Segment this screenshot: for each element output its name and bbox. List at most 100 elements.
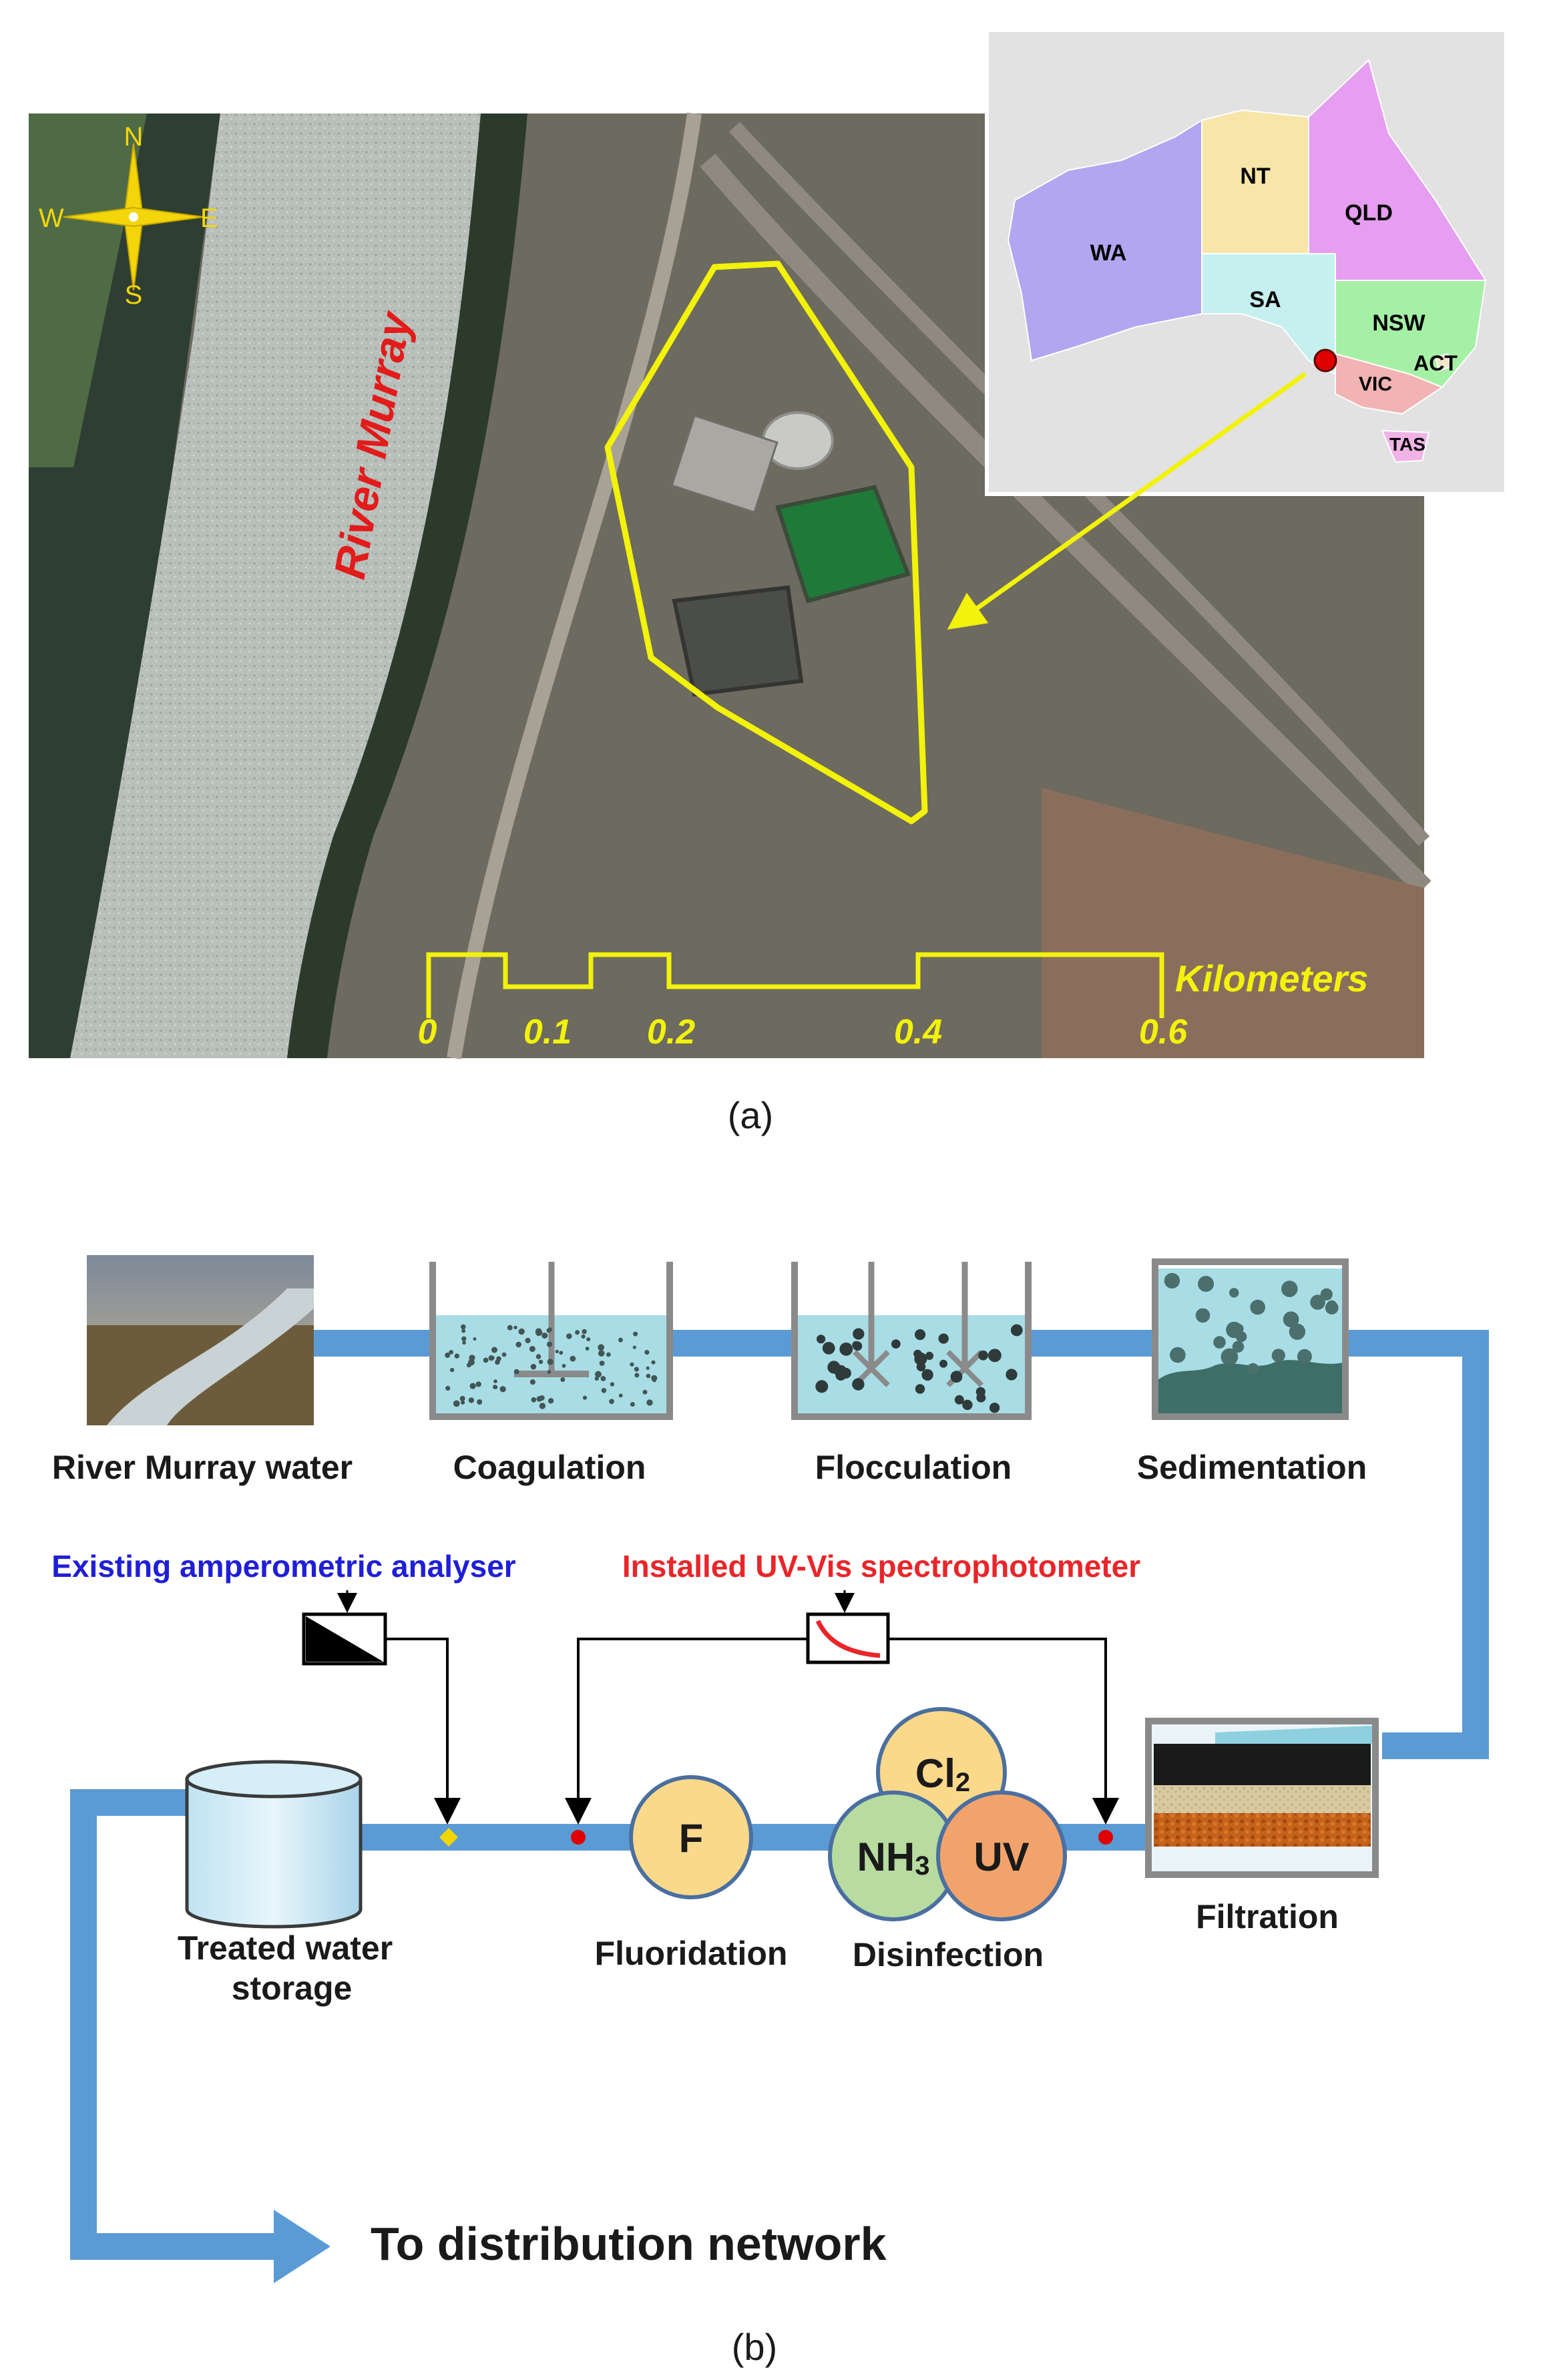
outlet-arrowhead [274,2210,331,2283]
green-field [29,113,147,467]
treated-water-storage-tank [185,1760,363,1929]
coagulant-particle [598,1344,605,1351]
scale-tick-0.6: 0.6 [1139,1013,1188,1051]
coagulant-particle [634,1373,640,1378]
settling-particle [1325,1301,1339,1315]
coagulant-particle [483,1357,489,1363]
scale-bar [426,952,1164,1018]
floc-particle [815,1380,829,1393]
compass-center [129,212,138,222]
coagulant-particle [646,1366,650,1370]
spectrophotometer-line-right [888,1638,1119,1825]
floc-particle [988,1349,1002,1363]
compass-north-label: N [124,122,144,152]
label-treated-water-storage-1: Treated water [178,1929,393,1967]
green-lagoon [775,485,911,604]
floc-particle [840,1367,851,1379]
settling-particle [1281,1280,1298,1297]
coagulant-particle [585,1347,590,1351]
coagulant-particle [531,1397,537,1403]
settling-particle [1320,1288,1333,1300]
coagulant-particle [633,1331,638,1337]
label-tas: TAS [1389,434,1425,455]
filtration-gravel [1154,1813,1371,1847]
right-bank-vegetation [287,113,527,1058]
road-main [447,112,702,1059]
coagulant-particle [461,1329,466,1333]
coagulant-particle [634,1367,640,1372]
storage-tank-body [185,1779,363,1929]
settling-particle [1198,1276,1215,1292]
label-filtration: Filtration [1196,1898,1339,1935]
settling-particle [1297,1349,1312,1364]
compass-west-label: W [39,204,64,233]
coagulant-particle [529,1379,536,1385]
sludge-lagoon [672,585,804,697]
coagulation-tank [429,1262,673,1420]
process-diagram-panel: Cl2 NH3 UV F River Murray water Coagulat… [51,1255,1489,2283]
scale-tick-0.4: 0.4 [894,1013,942,1051]
coagulant-particle [541,1333,548,1339]
coagulant-particle [610,1382,615,1387]
floc-particle [921,1369,933,1381]
label-sedimentation: Sedimentation [1137,1449,1367,1486]
coagulant-particle [559,1351,564,1355]
region-vic [1335,352,1444,415]
settling-particle [1232,1341,1245,1353]
site-boundary [604,260,928,824]
coagulant-particle [469,1383,476,1389]
disinfection-uv-label: UV [973,1835,1029,1879]
floc-particle [962,1399,973,1410]
settling-particle [1170,1347,1186,1363]
coagulant-particle [491,1356,495,1360]
coagulant-particle [525,1337,531,1344]
coagulant-particle [513,1369,519,1375]
floc-particle [853,1328,865,1340]
coagulant-particle [652,1378,656,1383]
coagulant-particle [513,1325,517,1330]
settling-particle [1250,1299,1265,1315]
disinfection-uv-circle [936,1791,1067,1921]
coagulant-particle [539,1403,546,1409]
coagulant-particle [538,1359,543,1365]
spectrophotometer-icon [815,1620,881,1658]
coagulant-particle [600,1376,606,1381]
coagulant-particle [461,1336,467,1342]
floc-particle [839,1343,853,1356]
scale-tick-0.1: 0.1 [523,1013,572,1051]
coagulant-particle [618,1393,623,1398]
coagulant-particle [529,1346,535,1353]
coagulant-particle [547,1359,554,1365]
coagulant-particle [606,1352,611,1357]
coagulant-particle [459,1395,465,1401]
river [70,113,481,1058]
location-pointer-arrow [947,372,1307,630]
coagulant-particle [461,1324,466,1330]
treatment-buildings [670,414,779,514]
nh-symbol: NH [857,1835,915,1879]
coagulant-particle [473,1337,477,1341]
coagulant-particle [499,1386,506,1393]
coagulant-particle [445,1353,451,1358]
coagulation-particles [445,1324,658,1409]
settling-particle [1289,1323,1306,1341]
coagulant-particle [445,1385,451,1391]
floc-particle [954,1395,964,1405]
cl-subscript: 2 [955,1768,970,1797]
fluoride-label: F [679,1816,704,1861]
floc-particle [817,1335,826,1344]
aerial-map-panel: N S E W River Murray Kilometers 0 0.1 0.… [29,28,1508,1059]
coagulant-particle [477,1399,483,1405]
coagulant-particle [642,1389,648,1395]
label-treated-water-storage-2: storage [232,1969,353,2007]
floc-particle [989,1403,1000,1413]
settling-particle [1221,1348,1239,1366]
region-sa [1201,253,1336,375]
settling-particle [1271,1349,1285,1363]
floc-particle [925,1351,934,1360]
coagulant-particle [599,1361,605,1366]
coagulant-particle [530,1363,537,1370]
label-uvvis-spectrophotometer: Installed UV-Vis spectrophotometer [622,1549,1140,1584]
sedimentation-sludge [1155,1360,1345,1417]
